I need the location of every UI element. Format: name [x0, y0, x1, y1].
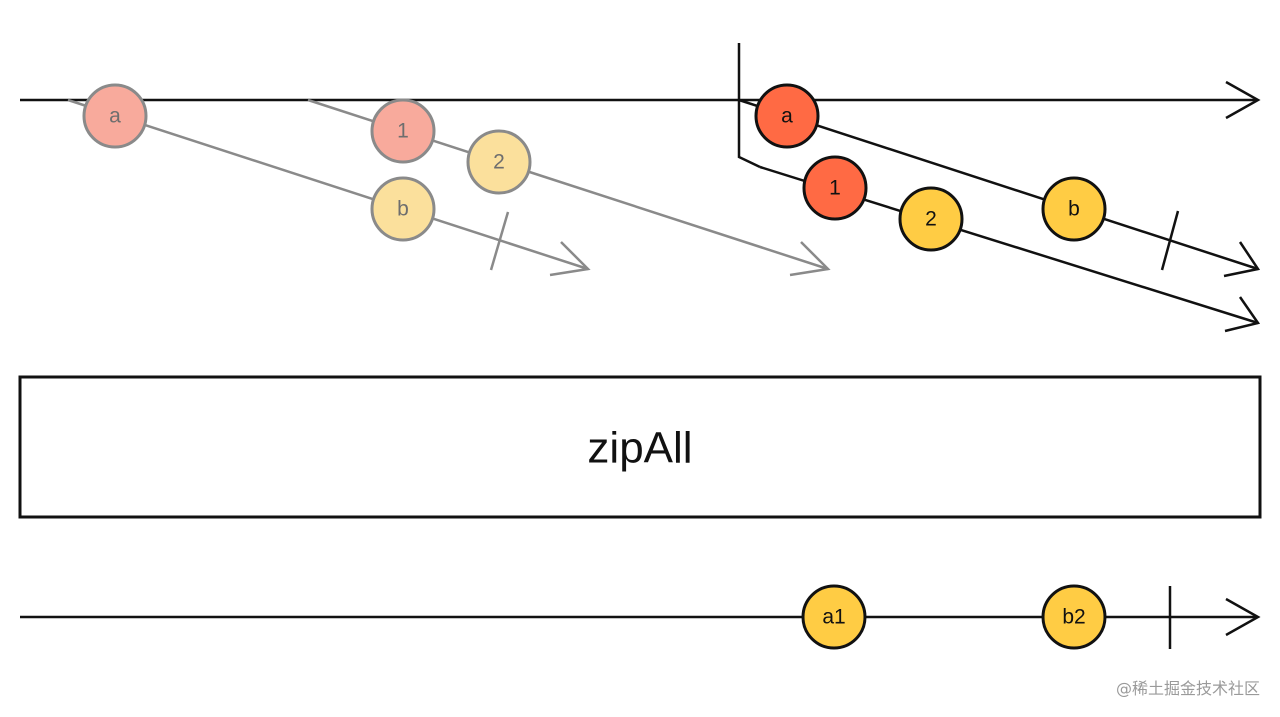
operator-box: zipAll — [18, 375, 1262, 519]
ghost-marble-b: b — [370, 176, 436, 242]
output-marble-b2-label: b2 — [1062, 606, 1085, 629]
ghost-inner-stream-1-complete — [489, 211, 510, 271]
active-inner-stream-1-arrowhead — [1223, 241, 1261, 278]
output-marble-b2: b2 — [1041, 584, 1107, 650]
ghost-marble-2: 2 — [466, 129, 532, 195]
active-inner-stream-2-arrowhead — [1224, 296, 1261, 333]
active-inner-stream-1 — [738, 98, 1259, 271]
ghost-marble-2-label: 2 — [493, 151, 505, 174]
source-timeline-arrowhead — [1225, 80, 1261, 120]
active-marble-b-label: b — [1068, 198, 1080, 221]
operator-label: zipAll — [587, 424, 692, 473]
output-timeline-arrowhead — [1225, 597, 1261, 637]
ghost-marble-b-label: b — [397, 198, 409, 221]
active-marble-b: b — [1041, 176, 1107, 242]
ghost-inner-stream-2-arrowhead — [789, 241, 831, 277]
output-marble-a1: a1 — [801, 584, 867, 650]
ghost-inner-stream-1 — [67, 98, 589, 271]
active-marble-a-label: a — [781, 105, 793, 128]
watermark-text: @稀土掘金技术社区 — [1115, 679, 1260, 698]
active-marble-2-label: 2 — [925, 208, 937, 231]
active-inner-stream-1-complete — [1160, 210, 1180, 271]
active-marble-1: 1 — [802, 155, 868, 221]
ghost-marble-1: 1 — [370, 98, 436, 164]
output-marble-a1-label: a1 — [822, 606, 845, 629]
ghost-marble-1-label: 1 — [397, 120, 409, 143]
ghost-marble-a: a — [82, 83, 148, 149]
active-marble-1-label: 1 — [829, 177, 841, 200]
active-marble-2: 2 — [898, 186, 964, 252]
active-marble-a: a — [754, 83, 820, 149]
active-window-frame — [737, 43, 761, 169]
ghost-inner-stream-1-arrowhead — [549, 241, 591, 277]
ghost-marble-a-label: a — [109, 105, 121, 128]
